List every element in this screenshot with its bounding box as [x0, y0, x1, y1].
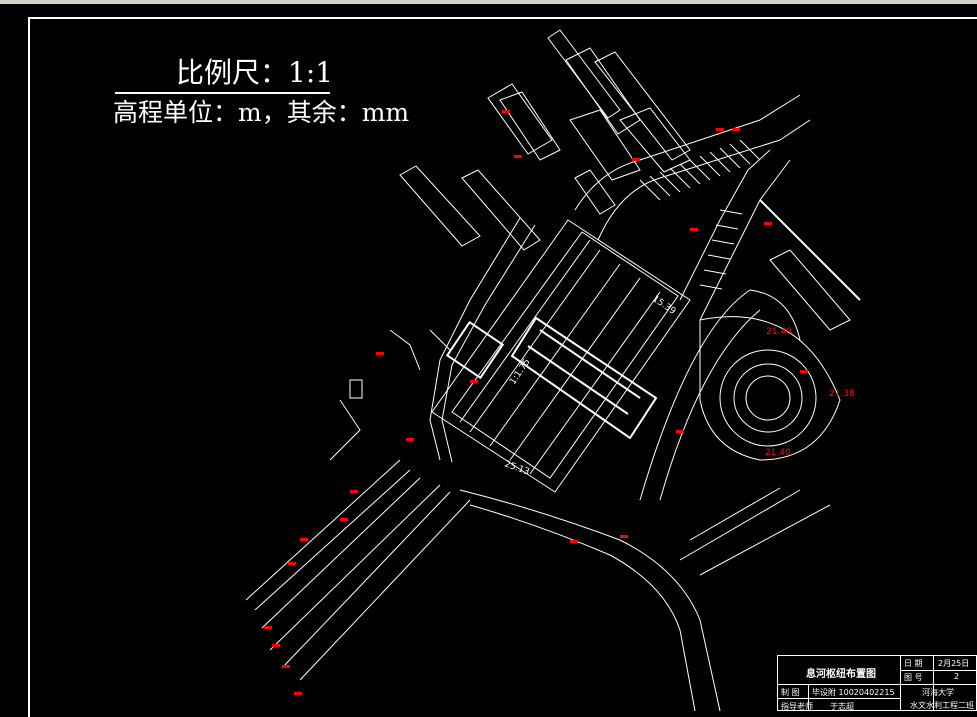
units-note: 高程单位：m，其余：mm	[113, 98, 410, 127]
crest-label: 15.39	[650, 294, 677, 317]
sheet-label: 图 号	[904, 673, 923, 682]
advisor-value: 于志超	[830, 702, 854, 711]
sheet-value: 2	[954, 672, 960, 681]
circular-plaza	[699, 316, 841, 461]
left-bank-structures	[329, 329, 451, 461]
upstream-buildings	[399, 29, 691, 251]
left-wall	[429, 217, 521, 461]
spillway-dam	[431, 219, 691, 493]
elevation-label: 21.38	[829, 389, 855, 399]
stair-hatch	[639, 139, 761, 290]
title-block: 息河枢纽布置图 日 期 2月25日 图 号 2 制 图 毕设附 10020402…	[777, 655, 977, 711]
advisor-label: 指导老师	[781, 702, 813, 711]
left-wall-inner	[441, 224, 536, 463]
drawing-frame	[28, 17, 977, 717]
right-building	[769, 249, 851, 331]
design-value: 毕设附 10020402215	[812, 688, 895, 697]
drawing-title: 息河枢纽布置图	[806, 669, 876, 680]
scale-underline	[115, 92, 330, 94]
right-dike	[759, 199, 861, 301]
school-name: 河海大学	[922, 688, 954, 697]
window-top-strip	[0, 0, 977, 4]
approach-road	[574, 94, 811, 501]
elevation-label: 21.40	[765, 448, 791, 458]
downstream-road	[459, 487, 831, 711]
date-value: 2月25日	[938, 659, 970, 668]
slope-label: 1:1.75	[508, 357, 532, 386]
downstream-channel	[245, 459, 471, 681]
dimension-marks	[264, 110, 808, 695]
elevation-label: 21.40	[766, 327, 792, 337]
gate-piers	[445, 316, 658, 440]
design-label: 制 图	[781, 688, 800, 697]
date-label: 日 期	[904, 659, 923, 668]
department-name: 水文水利工程二班	[910, 701, 974, 710]
scale-title: 比例尺：1:1	[176, 56, 334, 89]
